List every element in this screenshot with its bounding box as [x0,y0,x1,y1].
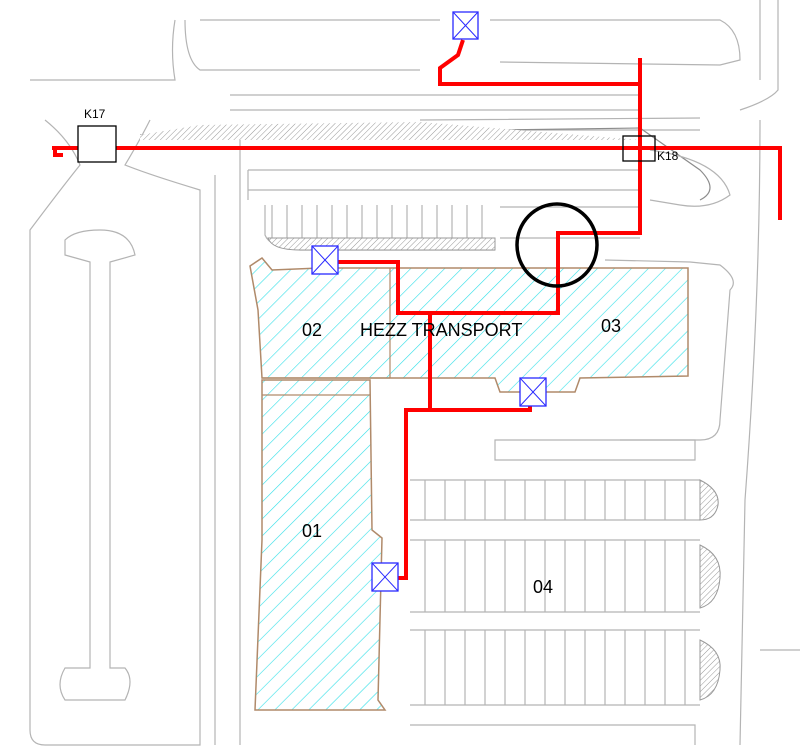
label-k18: K18 [657,149,679,163]
label-parking-04: 04 [533,577,553,597]
label-building-03: 03 [601,316,621,336]
label-k17: K17 [84,107,106,121]
manhole-k18[interactable] [622,135,656,162]
road-lines [29,0,800,746]
building-01 [254,379,387,711]
valve-icon[interactable] [311,245,339,275]
valve-icon[interactable] [371,562,399,592]
valve-icon[interactable] [452,11,479,40]
buildings [249,257,689,711]
valve-icon[interactable] [519,377,547,407]
manhole-k17[interactable] [77,125,117,163]
parking-area-04 [410,439,721,745]
label-building-02: 02 [302,320,322,340]
highlight-circle [515,202,599,288]
sewer-pipes [52,39,782,580]
label-building-01: 01 [302,521,322,541]
label-company: HEZZ TRANSPORT [360,320,522,340]
